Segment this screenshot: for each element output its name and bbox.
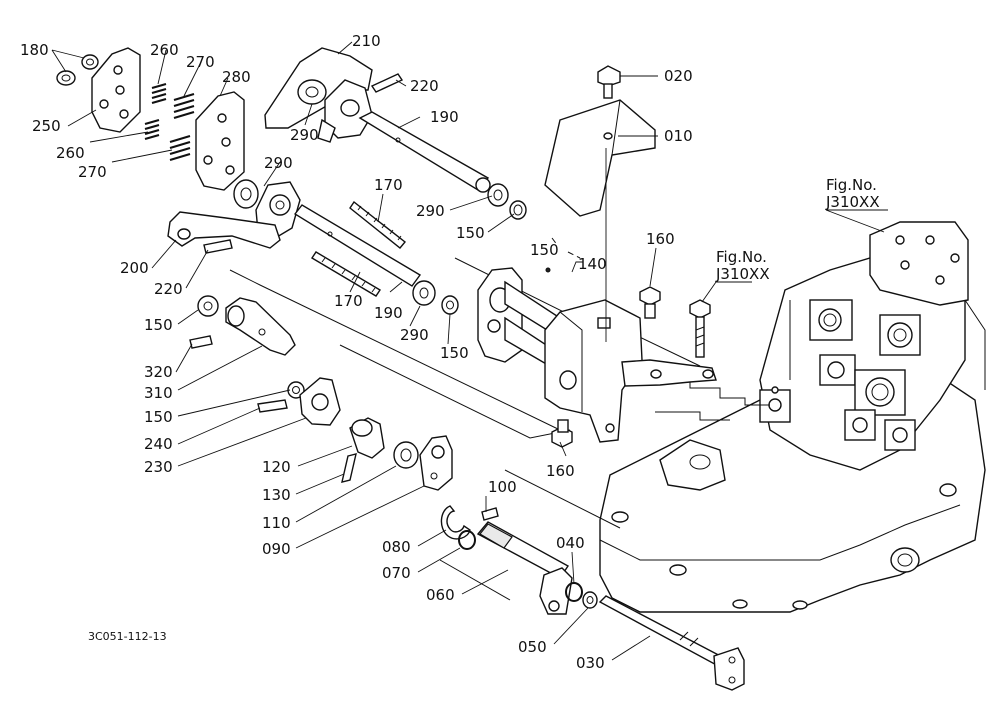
stud-170-upper [349,200,406,249]
plate-090 [419,435,453,491]
pin-240 [257,399,288,413]
callout-150-mid: 150 [530,241,559,259]
bolt-160-ref [689,299,711,358]
pin-220-lower [203,239,233,254]
callout-170-lower: 170 [334,292,363,310]
nut-180 [56,54,99,86]
shaft-030 [598,595,745,691]
cover-plate-010 [544,99,656,217]
collar-120 [349,417,385,459]
callout-030: 030 [576,654,605,672]
callout-020: 020 [664,67,693,85]
pin-130 [341,453,357,483]
leader-lines [51,41,888,661]
pin-220-upper [370,73,404,93]
callout-210: 210 [352,32,381,50]
o-ring-070 [458,530,476,550]
callout-190-upper: 190 [430,108,459,126]
callout-150-f: 150 [144,408,173,426]
washer-150-b [287,381,305,399]
callout-070: 070 [382,564,411,582]
bracket-140 [544,299,717,443]
washer-290-left [233,179,259,209]
callout-010: 010 [664,127,693,145]
callout-220-lower: 220 [154,280,183,298]
callout-250: 250 [32,117,61,135]
callout-150-upper: 150 [456,224,485,242]
fig-ref-upper: Fig.No. J310XX [825,176,880,211]
callout-110: 110 [262,514,291,532]
washer-150-a [197,295,219,317]
hydraulic-housing [599,221,986,613]
callout-190-lower: 190 [374,304,403,322]
fig-ref-upper-label: Fig.No. [826,176,877,194]
callout-150-d: 150 [440,344,469,362]
washer-150-upper [509,200,527,220]
callout-290-a: 290 [290,126,319,144]
callout-220-upper: 220 [410,77,439,95]
callout-240: 240 [144,435,173,453]
callout-labels: 020 010 210 220 180 260 270 280 250 260 … [20,32,693,672]
callout-290-b: 290 [264,154,293,172]
spring-plate-280 [195,91,245,191]
washer-110 [393,441,419,469]
shaft-060 [476,521,573,615]
shaft-190-lower [293,204,422,287]
callout-260-upper: 260 [150,41,179,59]
spring-plate-250 [91,47,141,133]
callout-130: 130 [262,486,291,504]
callout-320: 320 [144,363,173,381]
callout-270-lower: 270 [78,163,107,181]
bolt-020 [597,65,621,99]
stud-170-lower [311,251,381,297]
cam-230 [299,377,341,426]
shaft-190-upper [358,111,491,193]
callout-200: 200 [120,259,149,277]
callout-290-d: 290 [400,326,429,344]
callout-230: 230 [144,458,173,476]
lever-arm-210 [264,47,373,143]
callout-140: 140 [578,255,607,273]
callout-080: 080 [382,538,411,556]
callout-160-lower: 160 [546,462,575,480]
fig-ref-lower-code: J310XX [715,265,770,283]
fig-ref-lower-label: Fig.No. [716,248,767,266]
callout-280: 280 [222,68,251,86]
callout-120: 120 [262,458,291,476]
collar-050 [582,591,598,609]
callout-290-c: 290 [416,202,445,220]
bolt-160-upper [639,286,661,319]
callout-160-upper: 160 [646,230,675,248]
fig-ref-upper-code: J310XX [825,193,880,211]
snap-ring-080 [440,505,471,540]
arm-310 [225,297,296,356]
callout-310: 310 [144,384,173,402]
callout-100: 100 [488,478,517,496]
callout-040: 040 [556,534,585,552]
washer-290-lower [412,280,436,306]
fig-ref-lower: Fig.No. J310XX [715,248,770,283]
pin-100 [481,507,499,521]
washer-150-lower [441,295,459,315]
callout-090: 090 [262,540,291,558]
drawing-code: 3C051-112-13 [88,630,167,643]
callout-260-lower: 260 [56,144,85,162]
bolt-160-lower [551,419,573,448]
callout-060: 060 [426,586,455,604]
callout-270-upper: 270 [186,53,215,71]
callout-150-e: 150 [144,316,173,334]
washer-290-upper [487,183,509,207]
pin-320 [189,335,213,349]
callout-180: 180 [20,41,49,59]
lever-200 [167,211,281,249]
springs-260-270 [144,82,195,162]
callout-170-upper: 170 [374,176,403,194]
callout-050: 050 [518,638,547,656]
